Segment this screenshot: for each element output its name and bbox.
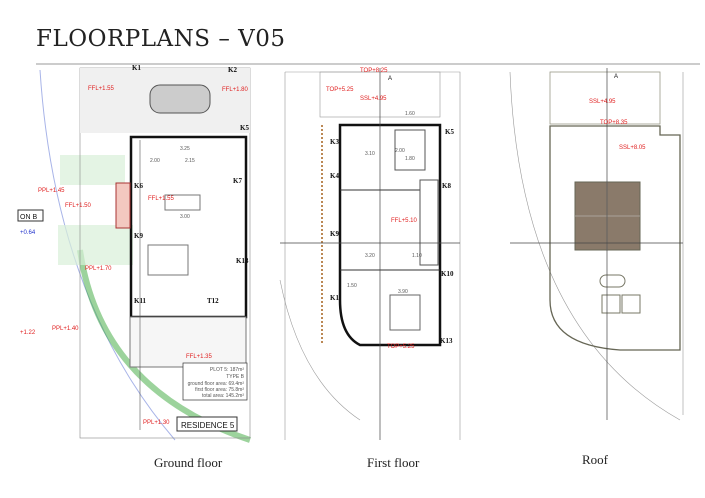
level-marker: PPL+1.40 [52, 326, 79, 332]
svg-text:2.00: 2.00 [395, 148, 405, 154]
level-marker: SSL+4.95 [589, 99, 616, 105]
total-area-text: total area: 145.2m² [202, 393, 244, 399]
first-floor-walls [338, 123, 442, 347]
level-marker: PPL+1.45 [38, 188, 65, 194]
level-marker: FFL+1.80 [222, 87, 249, 93]
level-marker: FFL+1.35 [186, 354, 213, 360]
level-marker: TOP+8.25 [360, 68, 388, 74]
svg-text:2.00: 2.00 [150, 158, 160, 164]
level-marker: TOP+5.25 [326, 87, 354, 93]
bathroom [394, 129, 426, 171]
svg-text:K6: K6 [134, 182, 143, 190]
first-area-text: first floor area: 75.8m² [195, 387, 244, 393]
level-marker: PPL+1.30 [143, 420, 170, 426]
svg-text:1.10: 1.10 [412, 253, 422, 259]
garden-area [60, 155, 125, 185]
section-marker-a: A [388, 76, 392, 82]
level-marker: SSL+4.95 [360, 96, 387, 102]
level-marker: +0.64 [20, 230, 36, 236]
svg-text:1.80: 1.80 [405, 156, 415, 162]
page-title: FLOORPLANS – V05 [36, 26, 286, 52]
plot-size-text: PLOT 5: 187m² [210, 367, 244, 373]
equipment-box [601, 294, 621, 314]
section-tag: ON B [20, 214, 37, 221]
house-walls [129, 135, 248, 319]
residence-label-box [176, 416, 238, 432]
svg-text:K7: K7 [233, 177, 242, 185]
caption-ground-floor: Ground floor [154, 455, 223, 470]
svg-text:K3: K3 [330, 138, 339, 146]
sofa [147, 244, 189, 276]
level-marker: FFL+1.50 [65, 203, 92, 209]
roof-outline [549, 125, 681, 351]
svg-text:3.00: 3.00 [180, 214, 190, 220]
svg-text:3.20: 3.20 [365, 253, 375, 259]
svg-text:K4: K4 [330, 172, 339, 180]
svg-text:3.25: 3.25 [180, 146, 190, 152]
plot-boundary-arc [39, 69, 176, 441]
ground-floor-plan: PLOT 5: 187m² TYPE B ground floor area: … [17, 64, 251, 443]
svg-text:T12: T12 [207, 297, 219, 305]
svg-text:1.60: 1.60 [405, 111, 415, 117]
bed [389, 294, 421, 331]
first-floor-plan: A TOP+8.25 TOP+5.25 SSL+4.95 FFL+5.10 TO… [279, 68, 461, 440]
terrace [129, 316, 247, 368]
level-marker: TOP+5.25 [387, 344, 415, 350]
svg-text:K5: K5 [445, 128, 454, 136]
section-marker-a: A [614, 74, 618, 80]
svg-text:K13: K13 [440, 337, 453, 345]
equipment-box [621, 294, 641, 314]
svg-text:K2: K2 [228, 66, 237, 74]
svg-text:K1: K1 [132, 64, 141, 72]
svg-text:K10: K10 [441, 270, 454, 278]
caption-roof: Roof [582, 452, 608, 467]
roof-upper-block [549, 71, 661, 125]
level-marker: +1.22 [20, 330, 36, 336]
roof-plan: A SSL+4.95 TOP+8.35 SSL+8.05 [509, 68, 684, 421]
caption-first-floor: First floor [367, 455, 420, 470]
staircase [419, 179, 439, 266]
ground-area-text: ground floor area: 69.4m² [188, 381, 245, 387]
section-tag-box [17, 209, 44, 222]
level-marker: TOP+8.35 [600, 120, 628, 126]
svg-text:K9: K9 [134, 232, 143, 240]
car-icon [149, 84, 211, 114]
stair-block [115, 182, 131, 229]
water-tank [599, 274, 626, 288]
level-marker: PPL+1.70 [85, 266, 112, 272]
svg-text:K1: K1 [330, 294, 339, 302]
level-marker: FFL+5.10 [391, 218, 418, 224]
level-marker: SSL+8.05 [619, 145, 646, 151]
level-marker: FFL+1.55 [148, 196, 175, 202]
svg-text:K13: K13 [236, 257, 249, 265]
plot-type-text: TYPE B [226, 374, 244, 380]
svg-text:1.50: 1.50 [347, 283, 357, 289]
svg-text:K11: K11 [134, 297, 147, 305]
garden-area-2 [58, 225, 133, 265]
area-info-box [182, 362, 248, 401]
svg-text:K5: K5 [240, 124, 249, 132]
residence-label: RESIDENCE 5 [181, 421, 235, 430]
dining-table [164, 194, 201, 211]
svg-text:K9: K9 [330, 230, 339, 238]
svg-text:K8: K8 [442, 182, 451, 190]
svg-text:3.10: 3.10 [365, 151, 375, 157]
level-marker: FFL+1.55 [88, 86, 115, 92]
svg-text:2.15: 2.15 [185, 158, 195, 164]
svg-text:3.90: 3.90 [398, 289, 408, 295]
